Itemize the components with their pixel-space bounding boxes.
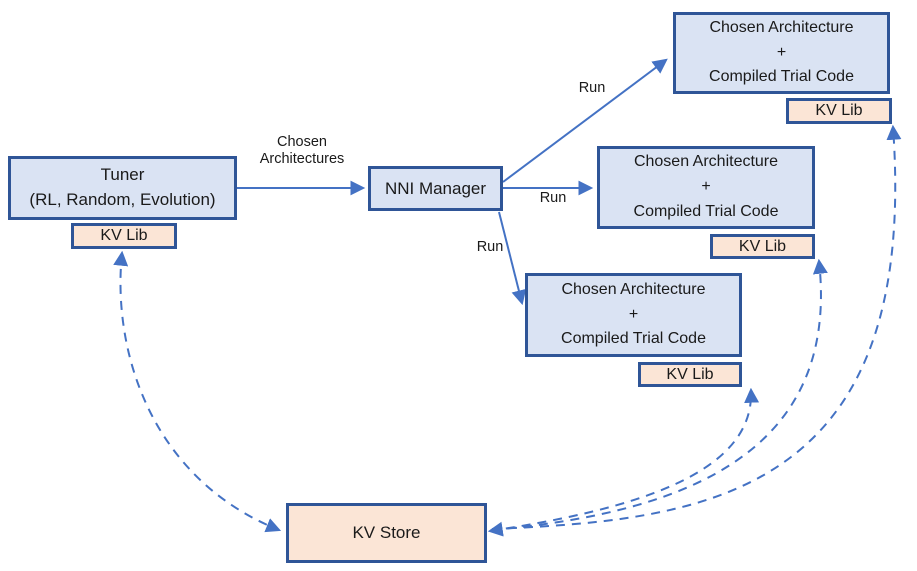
dashed-curve-kvstore-top-kvlib	[491, 124, 902, 530]
dashed-curve-kvstore-bottom-kvlib	[487, 387, 760, 537]
dashed-curve-kvstore-tuner-kvlib	[113, 250, 282, 533]
nni-manager-label: NNI Manager	[384, 178, 487, 198]
trial-line-1: Chosen Architecture	[561, 280, 706, 298]
edge-label-run-bottom: Run	[476, 239, 504, 255]
trial-box-bottom: Chosen Architecture + Compiled Trial Cod…	[525, 273, 742, 357]
trial-box-top: Chosen Architecture + Compiled Trial Cod…	[673, 12, 890, 94]
trial-kv-lib-bottom-box: KV Lib	[638, 362, 742, 387]
trial-kv-lib-middle-box: KV Lib	[710, 234, 815, 259]
trial-line-3: Compiled Trial Code	[709, 68, 854, 86]
trial-box-middle: Chosen Architecture + Compiled Trial Cod…	[597, 146, 815, 229]
trial-kv-lib-top-box: KV Lib	[786, 98, 892, 124]
trial-line-3: Compiled Trial Code	[633, 202, 779, 220]
kv-lib-label: KV Lib	[100, 227, 148, 244]
trial-line-2: +	[776, 43, 787, 61]
trial-line-3: Compiled Trial Code	[561, 330, 706, 348]
trial-line-2: +	[701, 178, 711, 196]
nni-manager-box: NNI Manager	[368, 166, 503, 211]
tuner-box: Tuner (RL, Random, Evolution)	[8, 156, 237, 220]
trial-line-1: Chosen Architecture	[633, 153, 779, 171]
dashed-curve-kvstore-middle-kvlib	[490, 258, 828, 531]
trial-line-2: +	[628, 305, 639, 323]
edge-label-chosen-architectures: Chosen Architectures	[259, 134, 345, 167]
trial-line-1: Chosen Architecture	[709, 18, 854, 36]
kv-store-label: KV Store	[352, 523, 421, 542]
tuner-title: Tuner	[100, 165, 145, 185]
edge-label-run-middle: Run	[539, 190, 567, 206]
kv-store-box: KV Store	[286, 503, 487, 563]
arrow-nni-to-trial-bottom	[498, 211, 527, 306]
edge-label-run-top: Run	[578, 80, 606, 96]
kv-lib-label: KV Lib	[815, 102, 863, 119]
kv-lib-label: KV Lib	[666, 365, 714, 383]
tuner-kv-lib-box: KV Lib	[71, 223, 177, 249]
kv-lib-label: KV Lib	[738, 237, 787, 255]
arrow-nni-to-trial-top	[502, 58, 668, 183]
tuner-subtitle: (RL, Random, Evolution)	[29, 190, 216, 209]
